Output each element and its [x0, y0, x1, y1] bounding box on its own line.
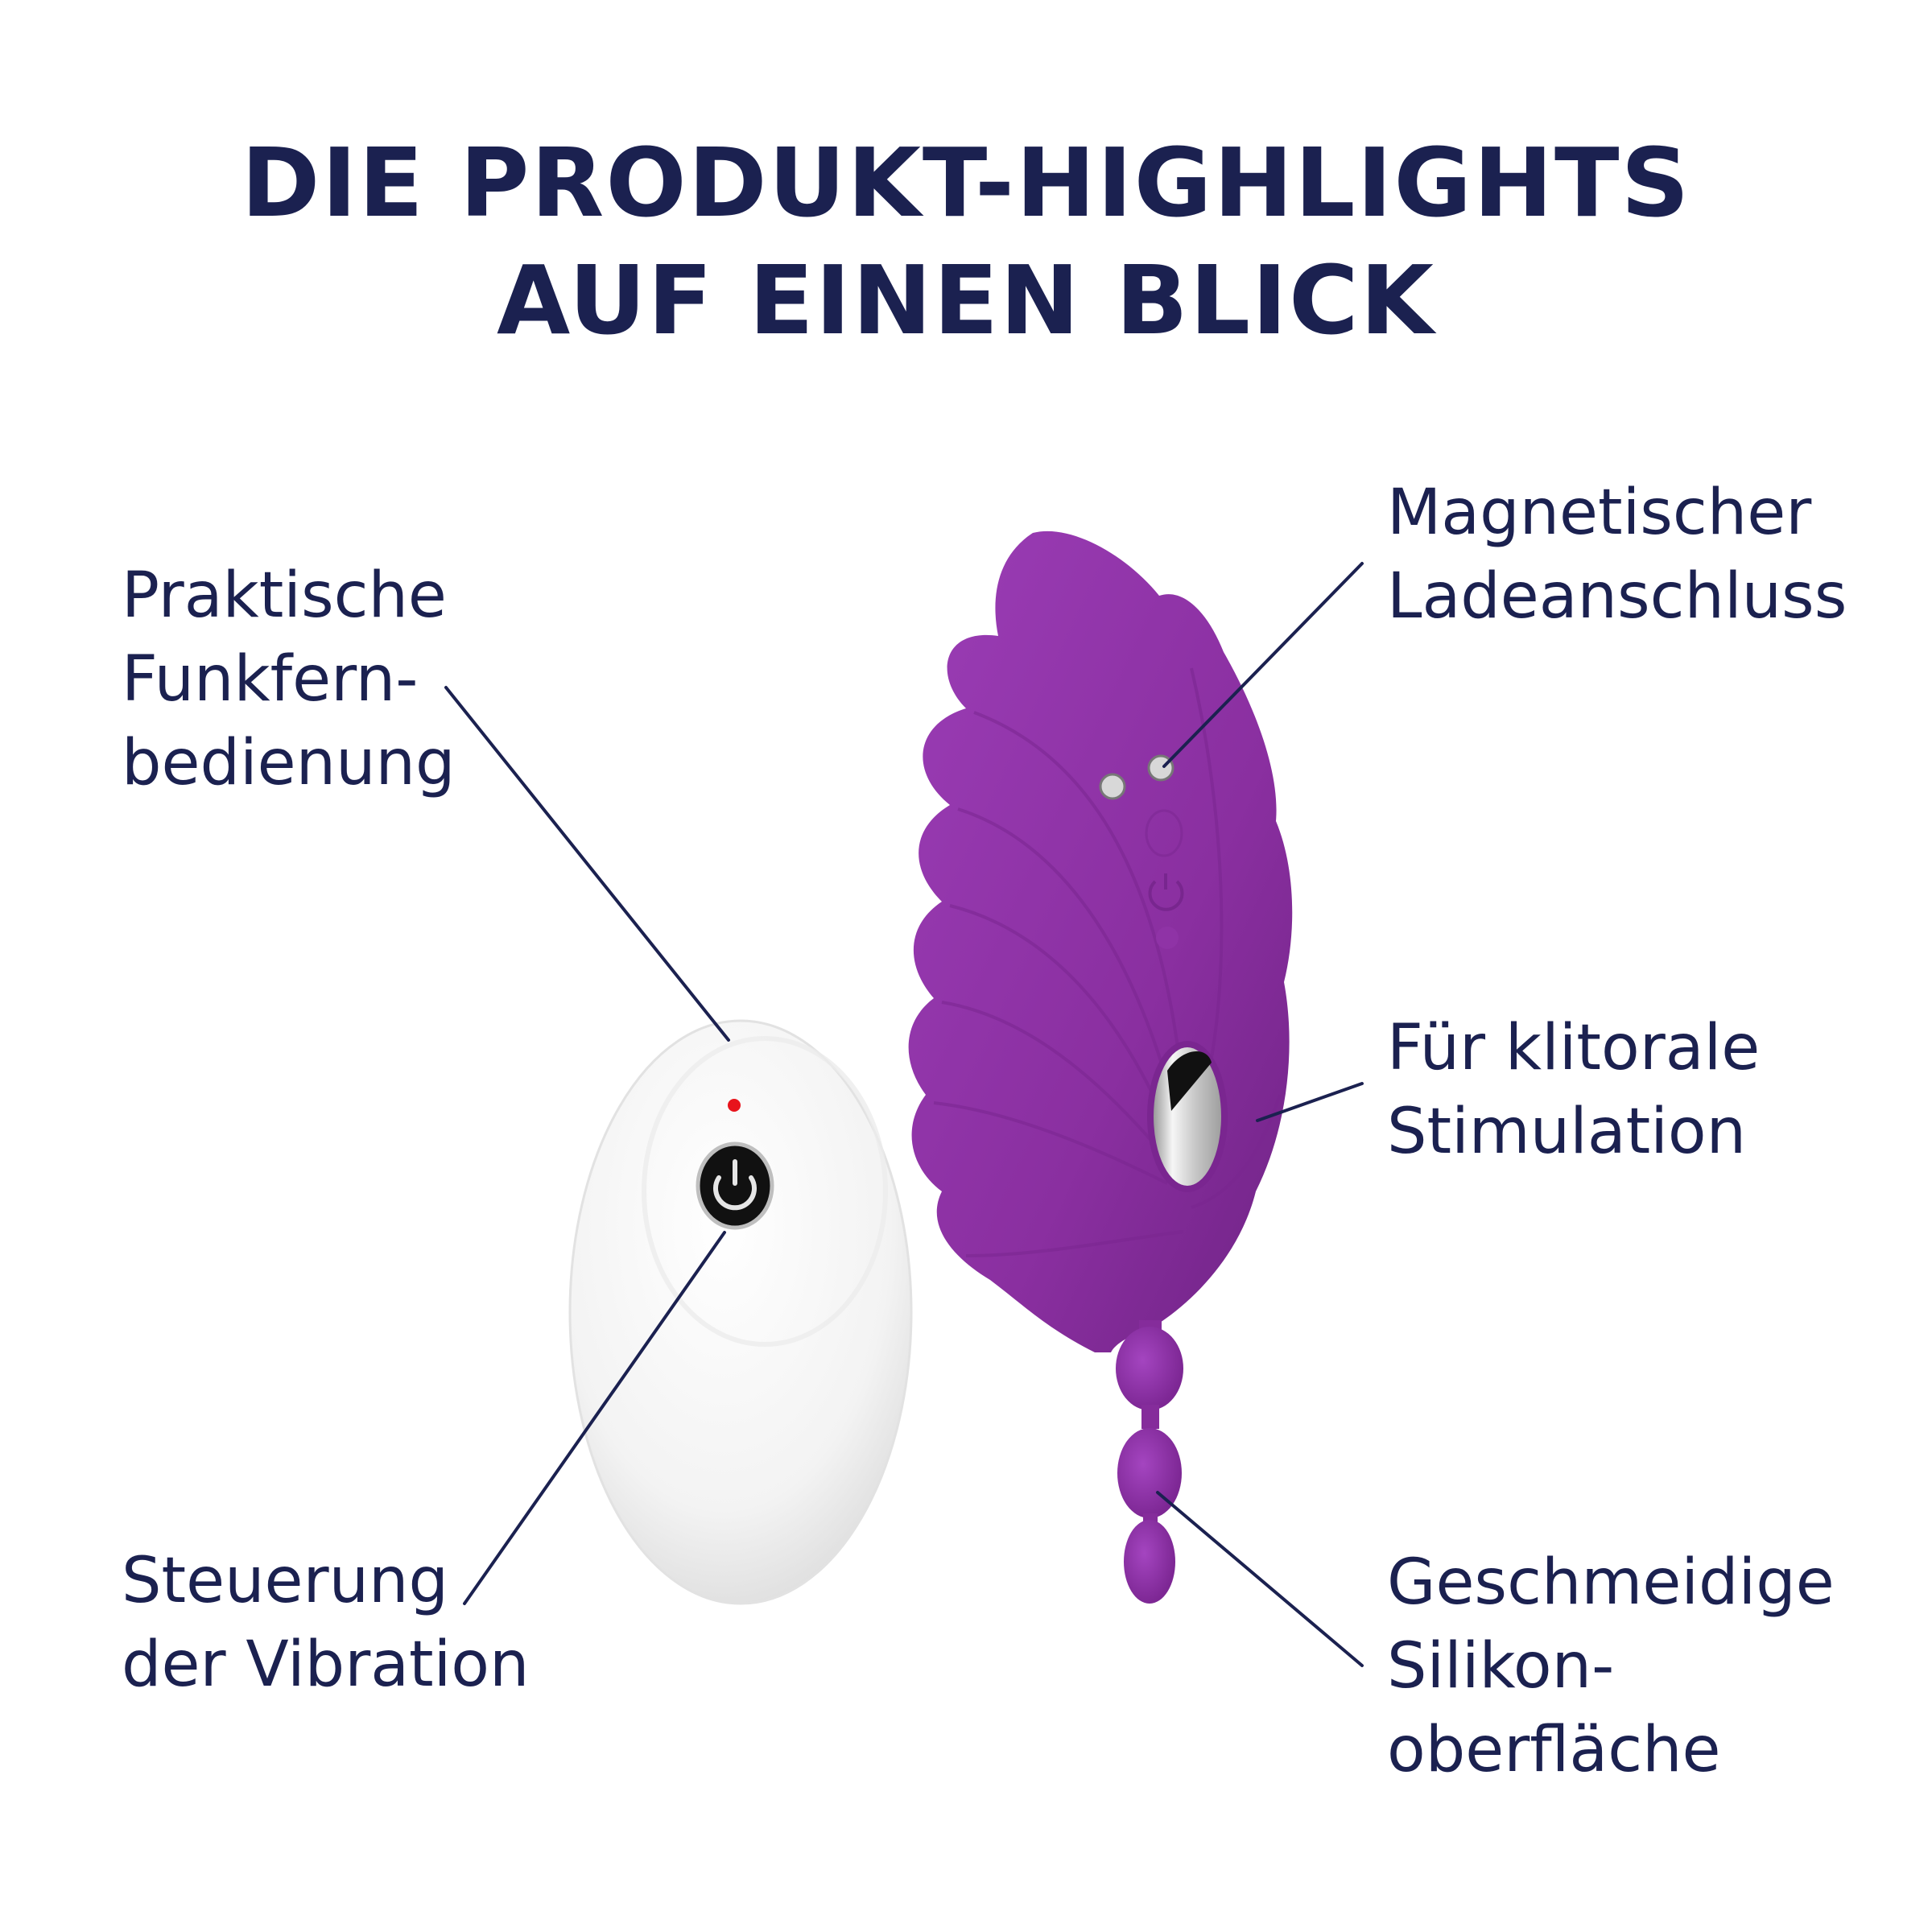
callout-vibration-control: Steuerung der Vibration [122, 1539, 529, 1707]
power-icon[interactable] [696, 1141, 774, 1230]
led-indicator [728, 1099, 741, 1112]
callout-line-remote [444, 686, 730, 1042]
callout-charging: Magnetischer Ladeanschluss [1387, 471, 1847, 638]
callout-vibration-line-1: Steuerung [122, 1545, 448, 1617]
callout-silicone-line-2: Silikon- [1387, 1630, 1615, 1703]
callout-line-silicone [1156, 1491, 1364, 1667]
callout-remote-line-2: Funkfern- [122, 643, 419, 716]
page-title-line-2: AUF EINEN BLICK [497, 245, 1435, 356]
callout-remote: Praktische Funkfern- bedienung [122, 554, 456, 805]
device-body [908, 530, 1293, 1352]
callout-line-vibration [463, 1231, 726, 1605]
callout-line-charging [1162, 562, 1364, 768]
callout-vibration-line-2: der Vibration [122, 1629, 530, 1701]
callout-silicone-line-3: oberfläche [1387, 1714, 1721, 1786]
page-title-line-1: DIE PRODUKT-HIGHLIGHTS [241, 127, 1691, 238]
device-power-icon[interactable] [1148, 873, 1184, 911]
callout-charging-line-1: Magnetischer [1387, 477, 1812, 549]
callout-silicone: Geschmeidige Silikon- oberfläche [1387, 1541, 1835, 1792]
callout-line-clitoral [1256, 1082, 1364, 1122]
remote-control [568, 1019, 913, 1605]
beaded-tail [1116, 1320, 1183, 1604]
callout-lines [444, 562, 1364, 1667]
callout-remote-line-3: bedienung [122, 727, 456, 799]
callout-clitoral-line-2: Stimulation [1387, 1096, 1747, 1168]
callout-silicone-line-1: Geschmeidige [1387, 1546, 1835, 1619]
callout-charging-line-2: Ladeanschluss [1387, 560, 1847, 633]
callout-remote-line-1: Praktische [122, 559, 447, 632]
callout-clitoral-line-1: Für klitorale [1387, 1012, 1761, 1084]
callout-clitoral: Für klitorale Stimulation [1387, 1006, 1760, 1174]
